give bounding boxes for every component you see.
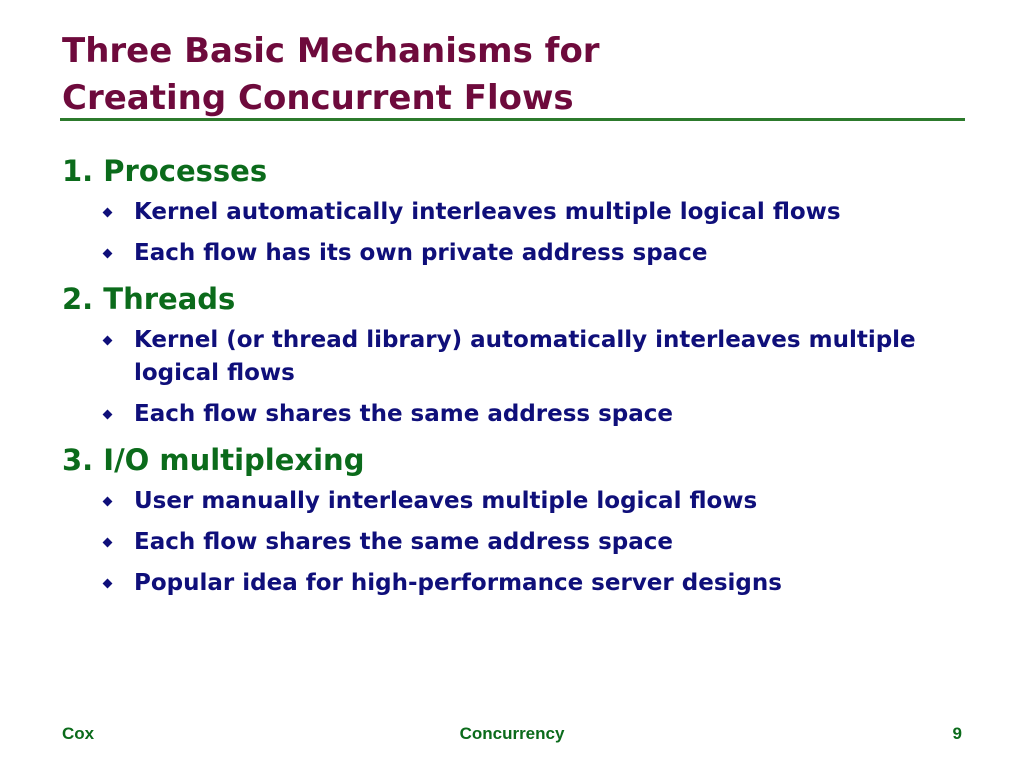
diamond-bullet-icon — [102, 409, 113, 420]
bullet-item: User manually interleaves multiple logic… — [62, 485, 972, 518]
bullet-text: Each flow shares the same address space — [134, 529, 674, 555]
bullet-item: Popular idea for high-performance server… — [62, 567, 972, 600]
bullet-text: Each flow shares the same address space — [134, 401, 674, 427]
footer-topic: Concurrency — [459, 724, 565, 743]
bullet-text: Each flow has its own private address sp… — [134, 240, 708, 266]
section-heading: 2. Threads — [62, 282, 236, 316]
bullet-text: User manually interleaves multiple logic… — [134, 488, 758, 514]
diamond-bullet-icon — [102, 248, 113, 259]
section-io-multiplexing: 3. I/O multiplexing User manually interl… — [62, 439, 972, 600]
section-heading: 3. I/O multiplexing — [62, 443, 365, 477]
bullet-list: Kernel (or thread library) automatically… — [62, 324, 972, 431]
bullet-item: Kernel (or thread library) automatically… — [62, 324, 972, 390]
bullet-text: Kernel (or thread library) automatically… — [134, 327, 916, 386]
bullet-text: Kernel automatically interleaves multipl… — [134, 199, 841, 225]
diamond-bullet-icon — [102, 496, 113, 507]
bullet-item: Each flow shares the same address space — [62, 526, 972, 559]
title-underline — [60, 118, 965, 121]
footer-page-number: 9 — [952, 724, 962, 743]
bullet-text: Popular idea for high-performance server… — [134, 570, 782, 596]
bullet-item: Kernel automatically interleaves multipl… — [62, 196, 972, 229]
bullet-list: Kernel automatically interleaves multipl… — [62, 196, 972, 270]
slide-content: 1. Processes Kernel automatically interl… — [62, 150, 972, 608]
slide-title-line-1: Three Basic Mechanisms for — [62, 31, 600, 71]
section-heading: 1. Processes — [62, 154, 268, 188]
section-processes: 1. Processes Kernel automatically interl… — [62, 150, 972, 270]
diamond-bullet-icon — [102, 207, 113, 218]
diamond-bullet-icon — [102, 335, 113, 346]
slide-title-line-2: Creating Concurrent Flows — [62, 78, 574, 118]
footer-author: Cox — [62, 724, 95, 743]
diamond-bullet-icon — [102, 578, 113, 589]
bullet-item: Each flow shares the same address space — [62, 398, 972, 431]
bullet-list: User manually interleaves multiple logic… — [62, 485, 972, 600]
diamond-bullet-icon — [102, 537, 113, 548]
section-threads: 2. Threads Kernel (or thread library) au… — [62, 278, 972, 431]
slide-title: Three Basic Mechanisms for Creating Conc… — [62, 28, 962, 122]
bullet-item: Each flow has its own private address sp… — [62, 237, 972, 270]
